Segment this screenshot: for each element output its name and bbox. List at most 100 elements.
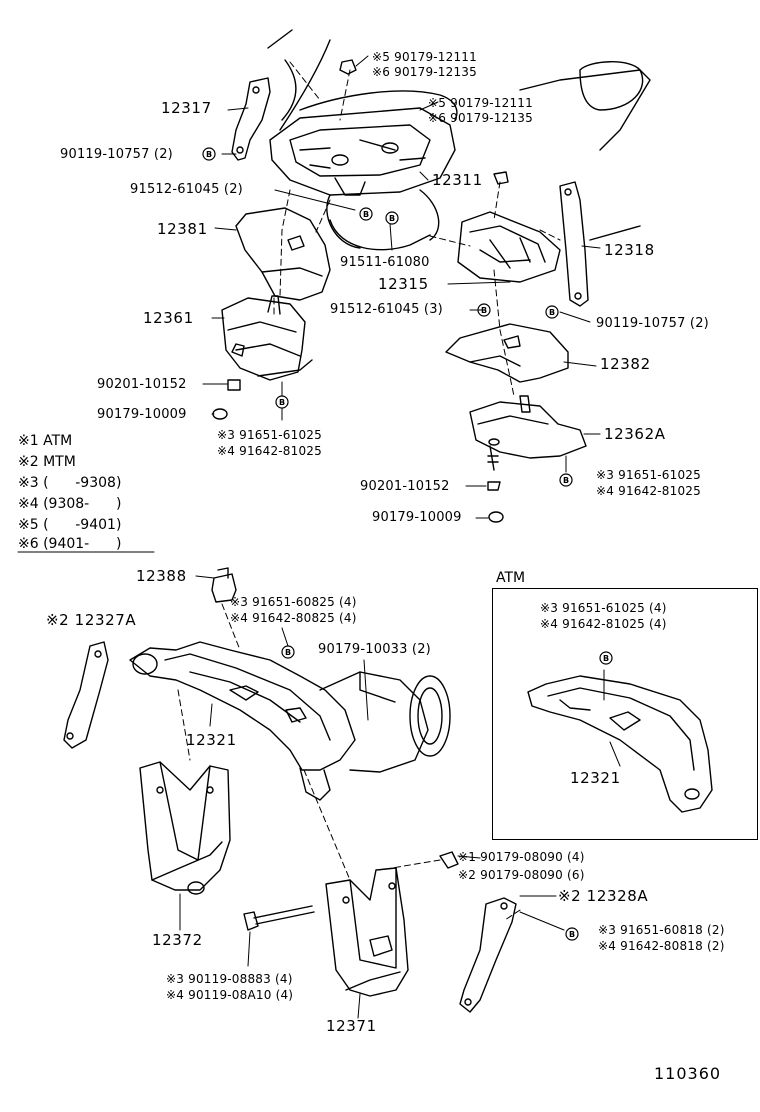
mount-bracket-12371 bbox=[325, 867, 409, 997]
crossmember-12311 bbox=[269, 107, 456, 249]
insulator-12315 bbox=[457, 211, 561, 283]
label-91651-60818: ※3 91651-60818 (2) bbox=[598, 923, 725, 937]
engine-mount-12362a bbox=[469, 395, 587, 471]
legend-text: ( -9401) bbox=[43, 517, 122, 533]
bracket-12317 bbox=[231, 77, 271, 161]
label-90179-08090-4: ※1 90179-08090 (4) bbox=[458, 850, 585, 864]
label-91651-61025-left: ※3 91651-61025 bbox=[217, 428, 322, 442]
atm-transmission-support-12321 bbox=[527, 675, 713, 813]
legend-mark: ※4 bbox=[18, 496, 39, 512]
label-atm-12321: 12321 bbox=[570, 769, 621, 787]
leader-lines bbox=[179, 55, 621, 1019]
nut-90179-10009-left bbox=[212, 408, 228, 420]
atm-inset-title: ATM bbox=[496, 570, 526, 586]
heat-insulator-12381 bbox=[235, 207, 331, 301]
stopper-12388 bbox=[211, 567, 237, 603]
bolt-symbol-label: B bbox=[363, 210, 369, 219]
bolt-symbol-label: B bbox=[389, 214, 395, 223]
bolt-symbol-label: B bbox=[279, 398, 285, 407]
label-90119-08a10: ※4 90119-08A10 (4) bbox=[166, 988, 294, 1002]
nut-90179-08090 bbox=[439, 851, 459, 869]
transmission-extension-housing bbox=[319, 671, 451, 773]
label-90201-10152-left: 90201-10152 bbox=[97, 377, 187, 392]
bolt-symbol-label: B bbox=[206, 150, 212, 159]
label-90119-10757-right: 90119-10757 (2) bbox=[596, 316, 709, 331]
label-90119-08883: ※3 90119-08883 (4) bbox=[166, 972, 293, 986]
label-12315: 12315 bbox=[378, 275, 429, 293]
label-12382: 12382 bbox=[600, 355, 651, 373]
legend-text: (9308- ) bbox=[43, 496, 122, 512]
label-90119-10757-left: 90119-10757 (2) bbox=[60, 147, 173, 162]
legend-text: ATM bbox=[43, 433, 73, 449]
bolt-90201-10152-right bbox=[487, 481, 501, 491]
bracket-12328a bbox=[459, 897, 517, 1013]
engine-outline bbox=[267, 29, 651, 251]
label-90179-08090-6: ※2 90179-08090 (6) bbox=[458, 868, 585, 882]
label-90179-10009-left: 90179-10009 bbox=[97, 407, 187, 422]
label-91651-61025-right: ※3 91651-61025 bbox=[596, 468, 701, 482]
bolt-90201-10152-left bbox=[227, 379, 241, 391]
legend-text: ( -9308) bbox=[43, 475, 122, 491]
legend-row: ※1 ATM bbox=[18, 432, 72, 450]
dashed-assembly-lines bbox=[177, 61, 561, 921]
legend-row: ※3 ( -9308) bbox=[18, 474, 121, 492]
label-atm-91651-61025: ※3 91651-61025 (4) bbox=[540, 601, 667, 615]
label-91642-80818: ※4 91642-80818 (2) bbox=[598, 939, 725, 953]
bolt-symbols bbox=[202, 147, 613, 941]
bracket-12327a bbox=[63, 641, 109, 749]
label-12318: 12318 bbox=[604, 241, 655, 259]
label-91642-81025-left: ※4 91642-81025 bbox=[217, 444, 322, 458]
label-12321: 12321 bbox=[186, 731, 237, 749]
label-12371: 12371 bbox=[326, 1017, 377, 1035]
label-90179-12135-top: ※6 90179-12135 bbox=[372, 65, 477, 79]
label-12381: 12381 bbox=[157, 220, 208, 238]
bolt-symbol-label: B bbox=[563, 476, 569, 485]
bolt-symbol-label: B bbox=[549, 308, 555, 317]
legend-text: MTM bbox=[43, 454, 76, 470]
label-91642-81025-right: ※4 91642-81025 bbox=[596, 484, 701, 498]
label-12388: 12388 bbox=[136, 567, 187, 585]
label-90179-12111-top: ※5 90179-12111 bbox=[372, 50, 477, 64]
legend-row: ※2 MTM bbox=[18, 453, 76, 471]
label-90179-10033: 90179-10033 (2) bbox=[318, 642, 431, 657]
label-91512-61045-2: 91512-61045 (2) bbox=[130, 182, 243, 197]
bolt-90119-08883 bbox=[243, 905, 315, 931]
nut-90179-10009-right bbox=[488, 511, 504, 523]
label-12328a: ※2 12328A bbox=[558, 887, 649, 905]
nut-90179-12111-mid bbox=[493, 171, 509, 185]
illustration-number: 110360 bbox=[654, 1064, 722, 1083]
legend-mark: ※1 bbox=[18, 433, 39, 449]
bolt-symbol-label: B bbox=[481, 306, 487, 315]
label-12362a: 12362A bbox=[604, 425, 666, 443]
label-12372: 12372 bbox=[152, 931, 203, 949]
bolt-symbol-label: B bbox=[603, 654, 609, 663]
atm-inset-box bbox=[492, 588, 758, 840]
label-91512-61045-3: 91512-61045 (3) bbox=[330, 302, 443, 317]
label-90179-10009-right: 90179-10009 bbox=[372, 510, 462, 525]
label-90179-12111-mid: ※5 90179-12111 bbox=[428, 96, 533, 110]
legend-row: ※5 ( -9401) bbox=[18, 516, 121, 534]
label-12317: 12317 bbox=[161, 99, 212, 117]
mount-bracket-12372 bbox=[139, 761, 231, 895]
label-12311: 12311 bbox=[432, 171, 483, 189]
bracket-12318 bbox=[559, 181, 641, 307]
transmission-support-12321 bbox=[129, 641, 356, 801]
label-atm-91642-81025: ※4 91642-81025 (4) bbox=[540, 617, 667, 631]
bolt-symbol-label: B bbox=[569, 930, 575, 939]
legend-text: (9401- ) bbox=[43, 536, 122, 552]
label-91642-80825: ※4 91642-80825 (4) bbox=[230, 611, 357, 625]
legend-row: ※4 (9308- ) bbox=[18, 495, 121, 513]
legend-mark: ※5 bbox=[18, 517, 39, 533]
label-12361: 12361 bbox=[143, 309, 194, 327]
heat-insulator-12382 bbox=[445, 323, 569, 383]
label-12327a: ※2 12327A bbox=[46, 611, 137, 629]
label-90179-12135-mid: ※6 90179-12135 bbox=[428, 111, 533, 125]
legend-mark: ※6 bbox=[18, 536, 39, 552]
label-91651-60825: ※3 91651-60825 (4) bbox=[230, 595, 357, 609]
legend-row: ※6 (9401- ) bbox=[18, 535, 121, 553]
legend-mark: ※2 bbox=[18, 454, 39, 470]
legend-mark: ※3 bbox=[18, 475, 39, 491]
engine-mount-12361 bbox=[221, 295, 313, 381]
nut-90179-12111-top bbox=[339, 59, 357, 75]
